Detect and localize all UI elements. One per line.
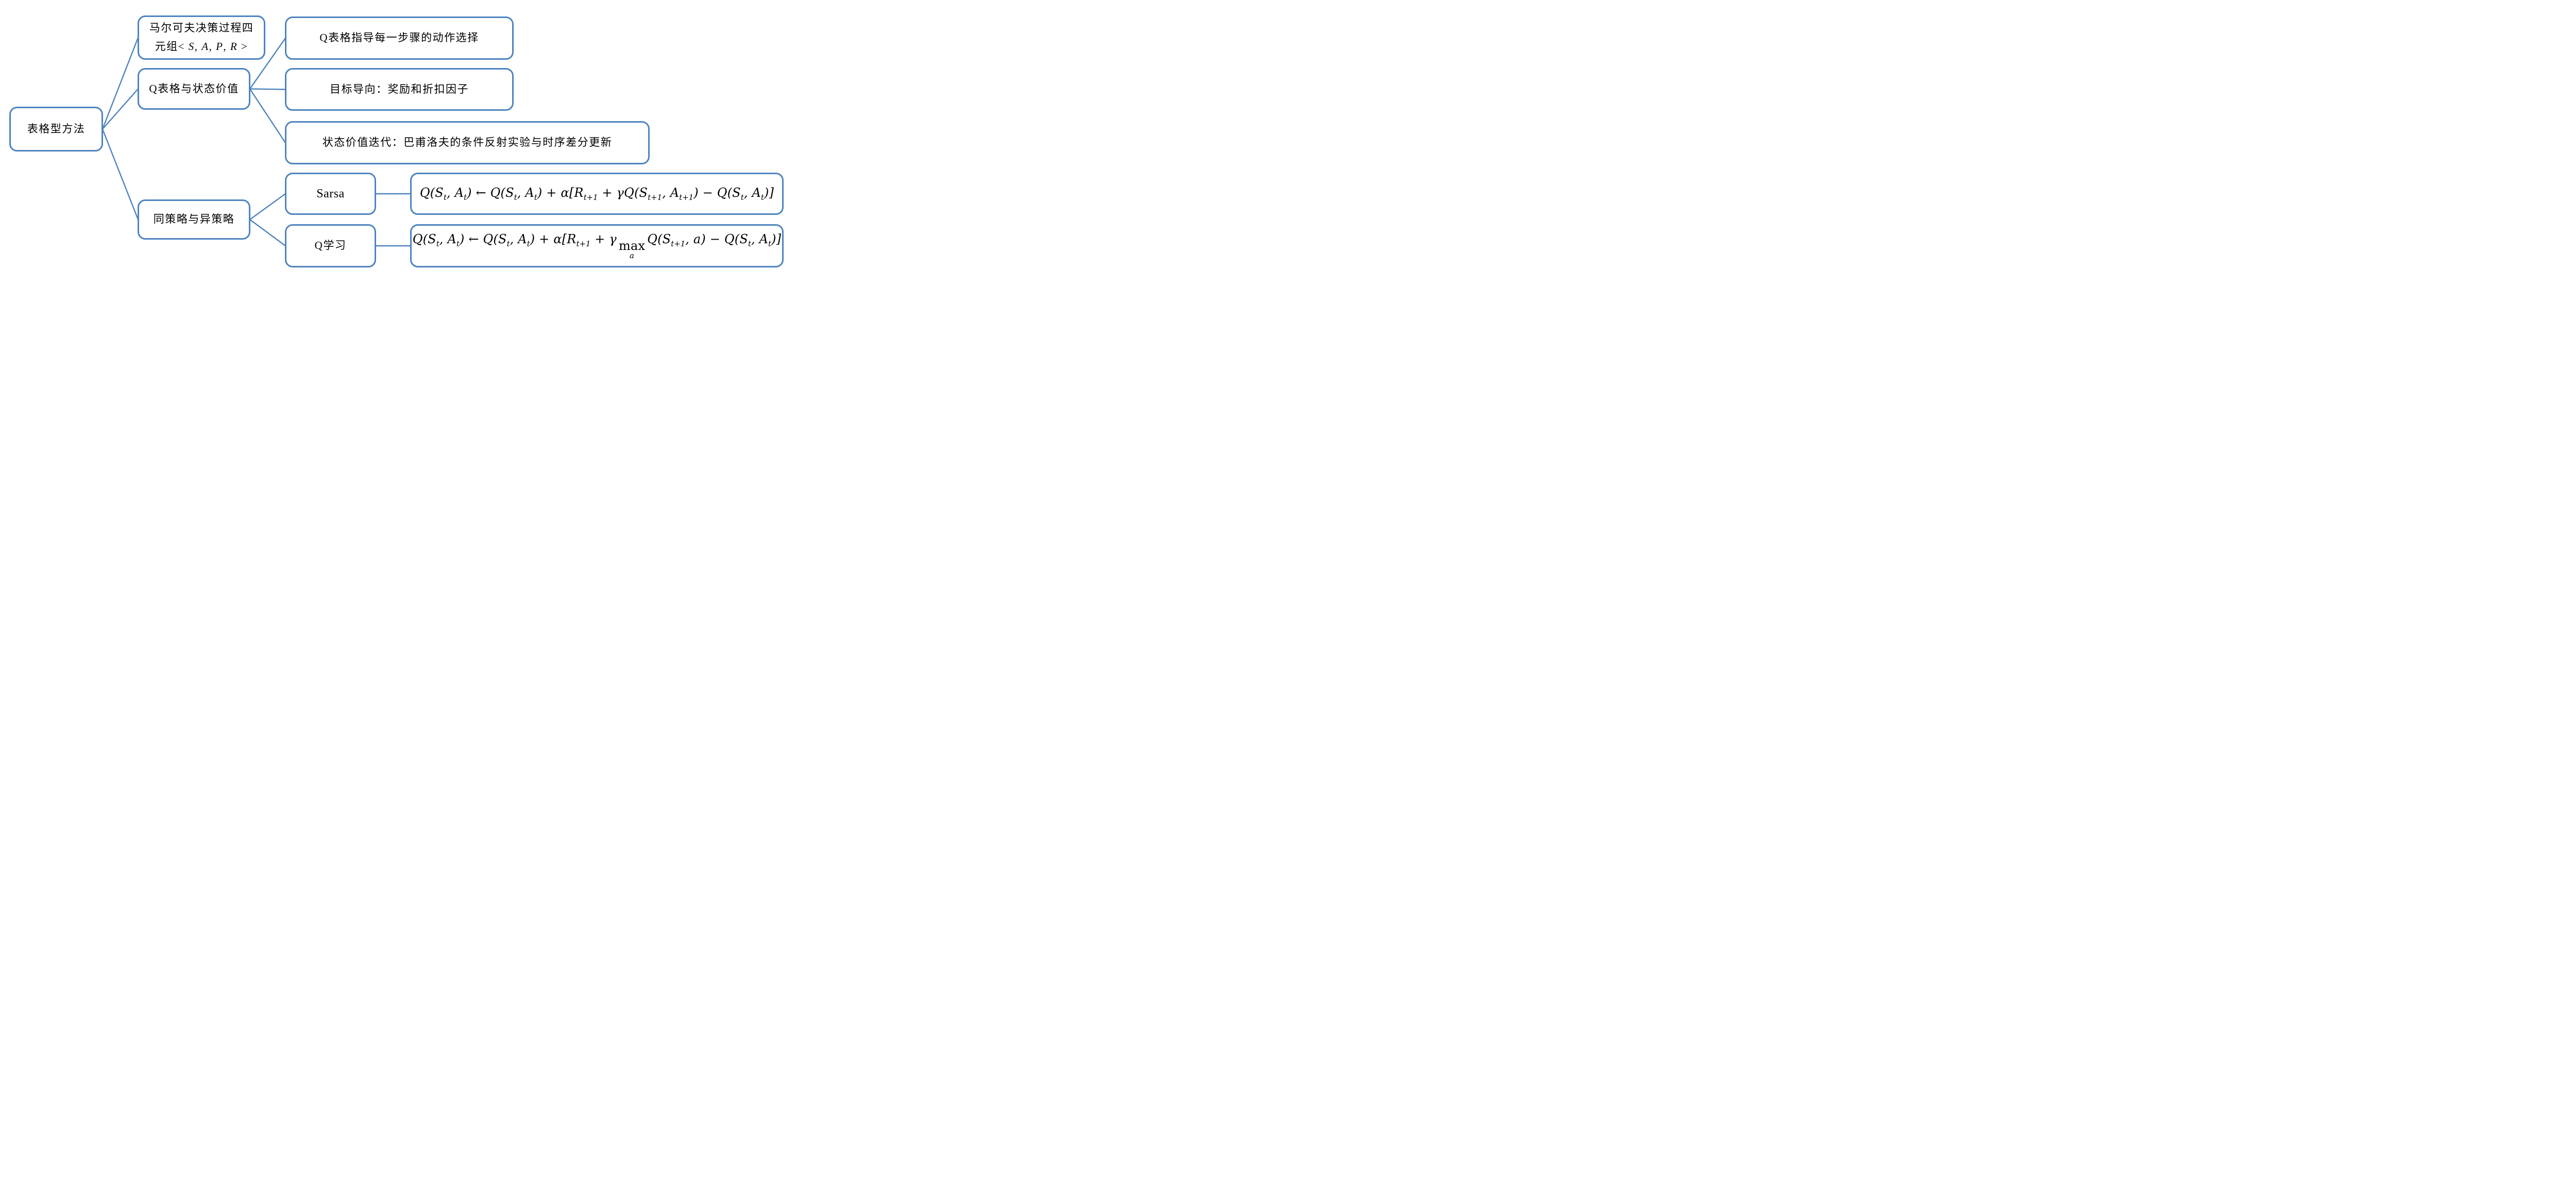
node-q-table-state-value: Q表格与状态价值 bbox=[138, 68, 250, 110]
node-goal-oriented-label: 目标导向：奖励和折扣因子 bbox=[330, 82, 469, 95]
node-on-policy-off-policy-label: 同策略与异策略 bbox=[153, 213, 235, 226]
mindmap-canvas: 表格型方法 马尔可夫决策过程四元组< S, A, P, R > Q表格与状态价值… bbox=[0, 0, 805, 298]
node-q-table-state-value-label: Q表格与状态价值 bbox=[149, 82, 239, 95]
connector-line bbox=[249, 219, 286, 247]
connector-line bbox=[249, 88, 286, 144]
node-tabular-methods-label: 表格型方法 bbox=[27, 122, 86, 135]
node-mdp-tuple: 马尔可夫决策过程四元组< S, A, P, R > bbox=[138, 15, 265, 60]
node-q-learning-label: Q学习 bbox=[314, 239, 347, 252]
connector-line bbox=[249, 37, 286, 90]
connector-line bbox=[249, 88, 286, 90]
node-sarsa-formula: Q(St, At) ← Q(St, At) + α[Rt+1 + γQ(St+1… bbox=[410, 173, 784, 215]
connector-lines bbox=[101, 37, 411, 247]
connector-line bbox=[101, 128, 139, 221]
node-sarsa: Sarsa bbox=[285, 173, 376, 215]
connector-line bbox=[101, 88, 139, 130]
node-on-policy-off-policy: 同策略与异策略 bbox=[138, 199, 250, 240]
node-q-table-guides-action: Q表格指导每一步骤的动作选择 bbox=[285, 16, 514, 60]
connector-line bbox=[249, 193, 286, 221]
node-state-value-iteration: 状态价值迭代：巴甫洛夫的条件反射实验与时序差分更新 bbox=[285, 121, 650, 164]
node-tabular-methods: 表格型方法 bbox=[9, 107, 103, 152]
node-sarsa-label: Sarsa bbox=[316, 187, 345, 200]
node-q-table-guides-action-label: Q表格指导每一步骤的动作选择 bbox=[319, 31, 479, 44]
connector-line bbox=[101, 37, 139, 130]
node-mdp-tuple-label: 马尔可夫决策过程四元组< S, A, P, R > bbox=[149, 22, 254, 53]
node-state-value-iteration-label: 状态价值迭代：巴甫洛夫的条件反射实验与时序差分更新 bbox=[322, 136, 613, 149]
sarsa-update-formula: Q(St, At) ← Q(St, At) + α[Rt+1 + γQ(St+1… bbox=[419, 186, 774, 202]
node-goal-oriented: 目标导向：奖励和折扣因子 bbox=[285, 68, 514, 111]
node-q-learning: Q学习 bbox=[285, 224, 376, 267]
